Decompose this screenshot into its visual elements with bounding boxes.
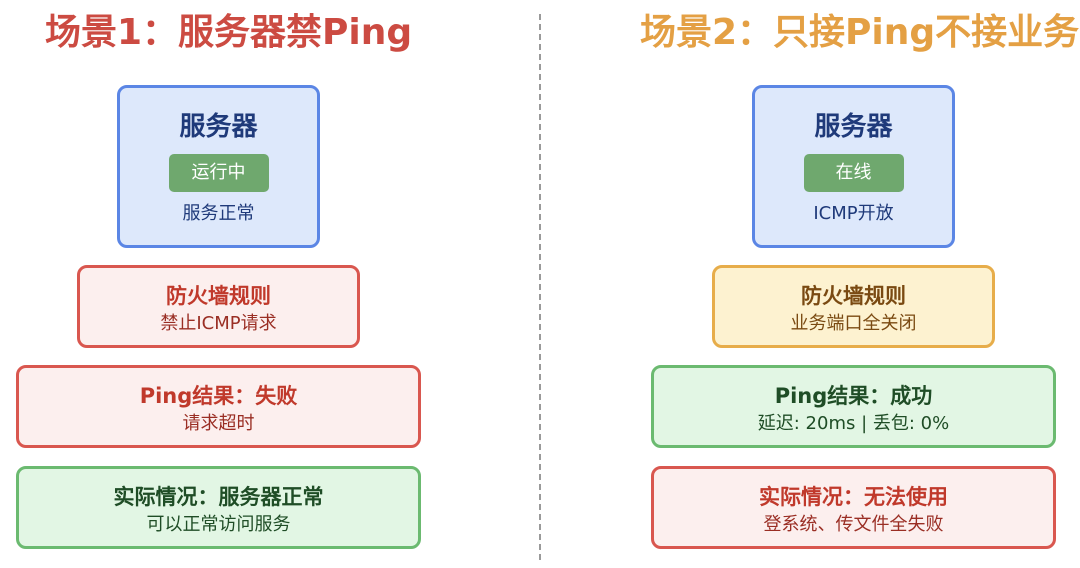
actual-status-title: 实际情况：服务器正常 bbox=[113, 485, 324, 509]
scenario-1-actual-box: 实际情况：服务器正常 可以正常访问服务 bbox=[16, 466, 421, 549]
actual-status-detail: 登系统、传文件全失败 bbox=[763, 514, 944, 535]
scenario-divider bbox=[539, 14, 541, 560]
firewall-title: 防火墙规则 bbox=[801, 284, 906, 308]
ping-result-title: Ping结果：成功 bbox=[774, 384, 933, 408]
firewall-detail: 禁止ICMP请求 bbox=[160, 313, 277, 334]
server-note: ICMP开放 bbox=[813, 203, 894, 224]
actual-status-detail: 可以正常访问服务 bbox=[146, 514, 291, 535]
scenario-1-firewall-box: 防火墙规则 禁止ICMP请求 bbox=[77, 265, 360, 348]
server-name: 服务器 bbox=[179, 112, 258, 142]
server-status-badge: 运行中 bbox=[168, 154, 269, 192]
scenario-1-title: 场景1：服务器禁Ping bbox=[45, 12, 413, 53]
ping-result-detail: 请求超时 bbox=[182, 413, 255, 434]
server-status-badge: 在线 bbox=[803, 154, 904, 192]
scenario-1-server-box: 服务器 运行中 服务正常 bbox=[117, 85, 320, 248]
scenario-1-ping-box: Ping结果：失败 请求超时 bbox=[16, 365, 421, 448]
server-note: 服务正常 bbox=[182, 203, 255, 224]
scenario-2-firewall-box: 防火墙规则 业务端口全关闭 bbox=[712, 265, 995, 348]
server-name: 服务器 bbox=[814, 112, 893, 142]
firewall-detail: 业务端口全关闭 bbox=[790, 313, 917, 334]
scenario-2-ping-box: Ping结果：成功 延迟: 20ms | 丢包: 0% bbox=[651, 365, 1056, 448]
scenario-2-title: 场景2：只接Ping不接业务 bbox=[640, 12, 1080, 53]
firewall-title: 防火墙规则 bbox=[166, 284, 271, 308]
ping-result-detail: 延迟: 20ms | 丢包: 0% bbox=[757, 413, 950, 434]
scenario-2-actual-box: 实际情况：无法使用 登系统、传文件全失败 bbox=[651, 466, 1056, 549]
scenario-2-server-box: 服务器 在线 ICMP开放 bbox=[752, 85, 955, 248]
actual-status-title: 实际情况：无法使用 bbox=[759, 485, 948, 509]
ping-result-title: Ping结果：失败 bbox=[139, 384, 298, 408]
